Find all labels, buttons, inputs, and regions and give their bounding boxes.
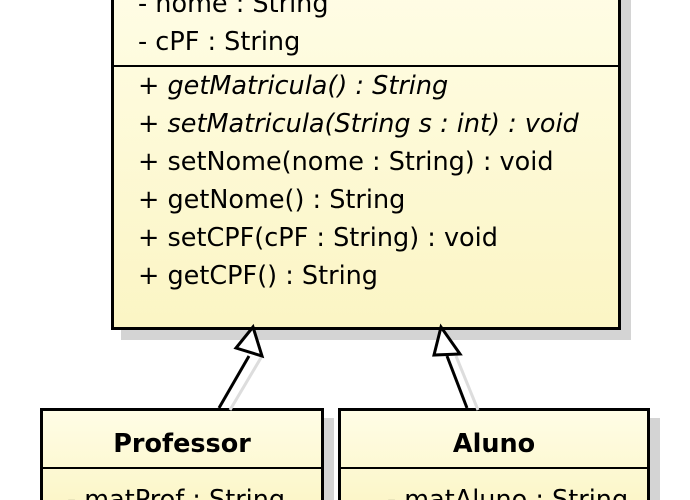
professor-class-box[interactable]: Professor - matProf : String bbox=[40, 408, 324, 500]
superclass-divider bbox=[114, 65, 618, 67]
aluno-generalization-line bbox=[445, 355, 469, 409]
superclass-attributes: - nome : String - cPF : String bbox=[114, 0, 618, 69]
operation-get-cpf: + getCPF() : String bbox=[138, 261, 378, 291]
operation-get-matricula: + getMatricula() : String bbox=[138, 71, 449, 101]
aluno-divider bbox=[341, 467, 647, 469]
operation-set-cpf: + setCPF(cPF : String) : void bbox=[138, 223, 498, 253]
professor-class-name: Professor bbox=[113, 429, 251, 459]
professor-attribute-matprof: - matProf : String bbox=[67, 485, 286, 500]
superclass-operations: + getMatricula() : String + setMatricula… bbox=[114, 67, 618, 327]
professor-generalization-arrowhead bbox=[233, 323, 265, 359]
aluno-class-box[interactable]: Aluno - matAluno : String bbox=[338, 408, 650, 500]
professor-generalization-shadow bbox=[228, 355, 264, 411]
operation-set-nome: + setNome(nome : String) : void bbox=[138, 147, 554, 177]
attribute-nome: - nome : String bbox=[138, 0, 329, 19]
professor-generalization-line bbox=[217, 355, 251, 409]
professor-divider bbox=[43, 467, 321, 469]
operation-set-matricula: + setMatricula(String s : int) : void bbox=[138, 109, 579, 139]
aluno-attribute-matmaluno: - matAluno : String bbox=[387, 485, 629, 500]
aluno-class-name: Aluno bbox=[452, 429, 536, 459]
attribute-cpf: - cPF : String bbox=[138, 27, 301, 57]
aluno-generalization-shadow bbox=[454, 355, 480, 411]
superclass-box[interactable]: - nome : String - cPF : String + getMatr… bbox=[111, 0, 621, 330]
operation-get-nome: + getNome() : String bbox=[138, 185, 406, 215]
aluno-generalization-arrowhead bbox=[432, 323, 463, 357]
